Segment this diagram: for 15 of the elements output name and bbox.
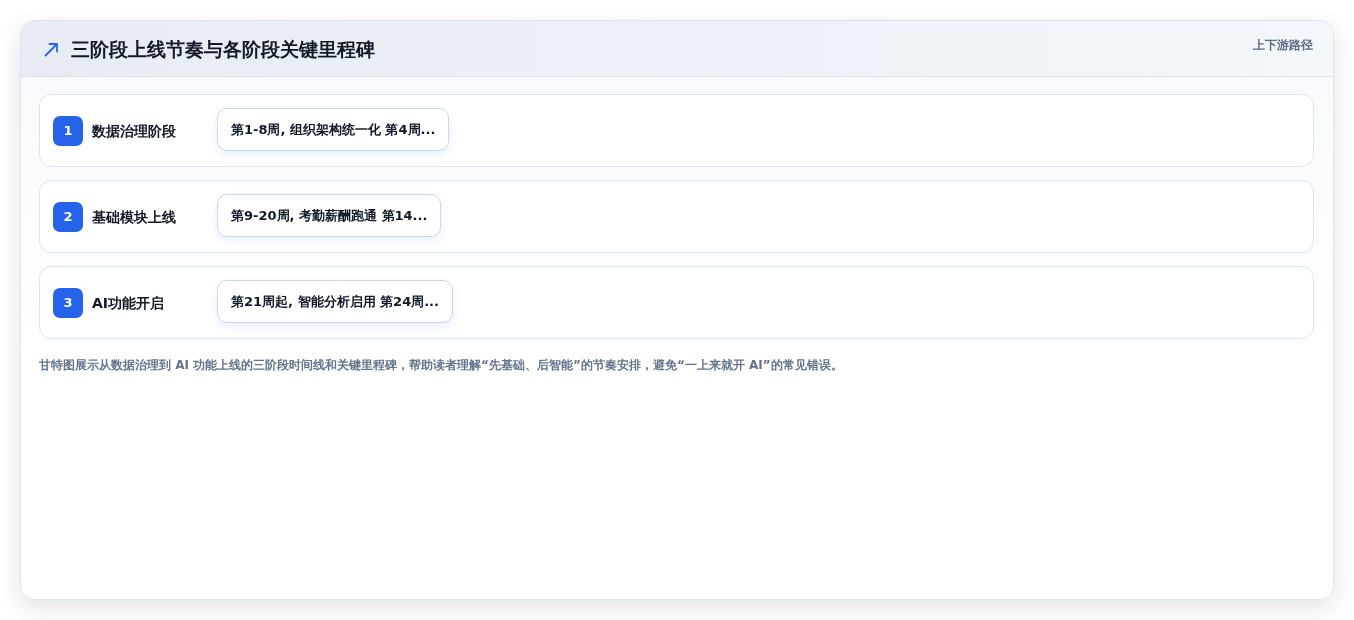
phase-row [39, 94, 1314, 167]
phase-name: AI功能开启 [92, 294, 165, 313]
milestone-tag: 第1-8周, 组织架构统一化 第4周... [217, 108, 450, 151]
milestone-tag: 第9-20周, 考勤薪酬跑通 第14... [217, 194, 442, 237]
phase-name: 基础模块上线 [92, 208, 176, 227]
phase-name: 数据治理阶段 [92, 122, 176, 141]
header-note: 上下游路径 [1253, 37, 1313, 53]
milestone-tag: 第21周起, 智能分析启用 第24周... [217, 280, 453, 323]
phase-row [39, 266, 1314, 339]
step-number-badge: 3 [53, 288, 83, 318]
title-text: 三阶段上线节奏与各阶段关键里程碑 [71, 37, 375, 62]
step-number-badge: 1 [53, 116, 83, 146]
phase-row [39, 180, 1314, 253]
caption-text: 甘特图展示从数据治理到 AI 功能上线的三阶段时间线和关键里程碑，帮助读者理解“先基础、后智能”的节奏安排，避免“一上来就开 AI”的常见错误。 [39, 357, 843, 373]
step-number-badge: 2 [53, 202, 83, 232]
